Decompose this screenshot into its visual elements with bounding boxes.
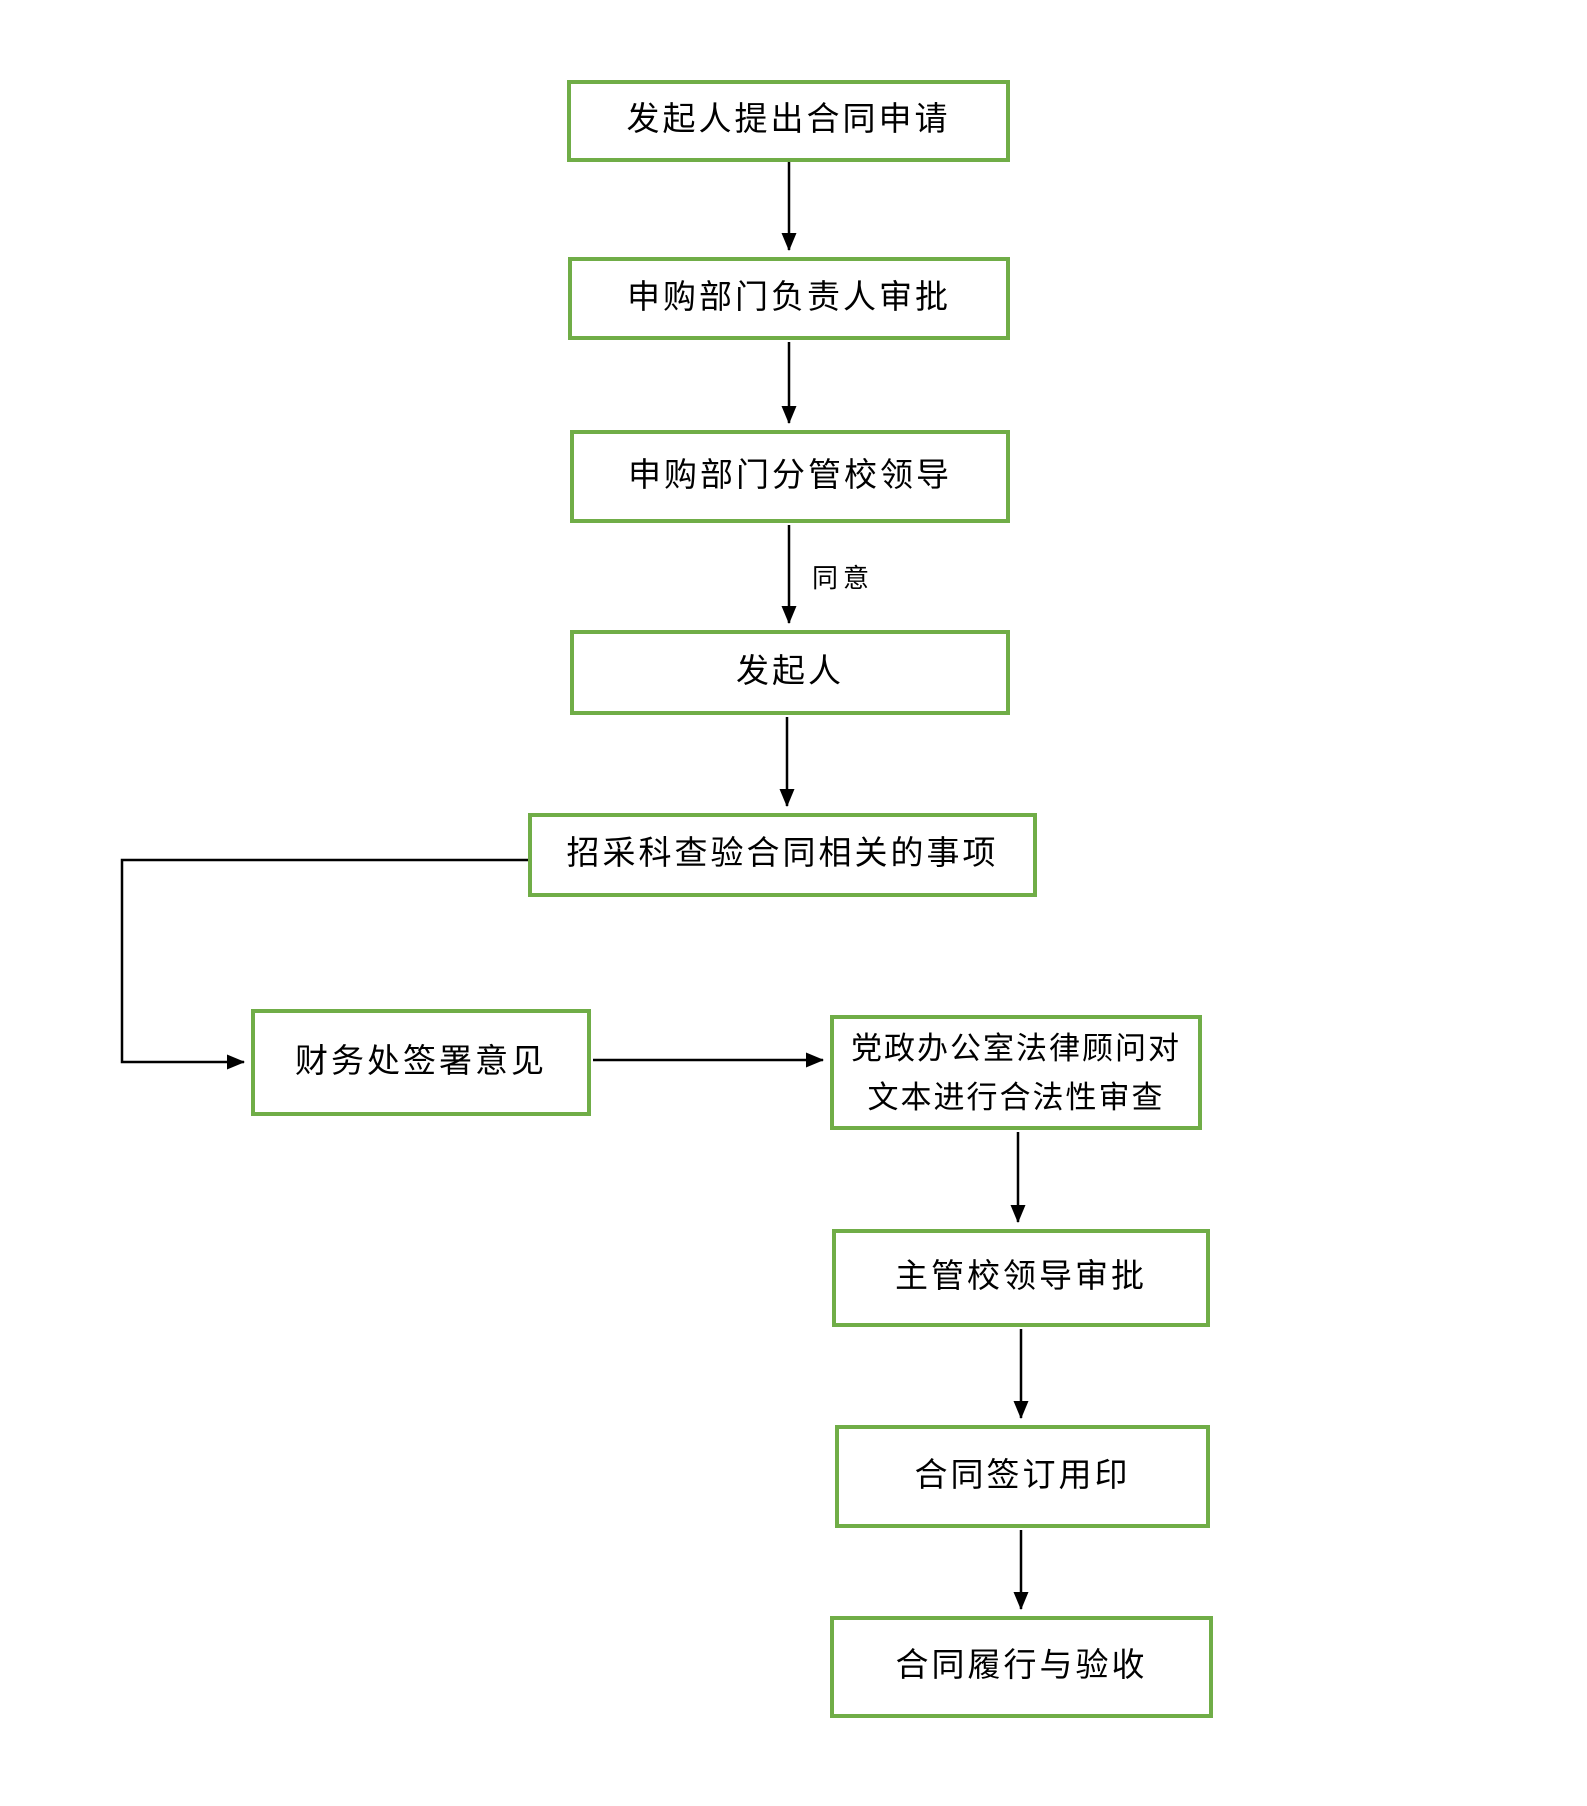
- node-contract-performance-acceptance: 合同履行与验收: [830, 1616, 1213, 1718]
- node-initiator: 发起人: [570, 630, 1010, 715]
- node-dept-head-approval: 申购部门负责人审批: [568, 257, 1010, 340]
- node-legal-review: 党政办公室法律顾问对 文本进行合法性审查: [830, 1015, 1202, 1130]
- edge-label-agree: 同意: [812, 564, 875, 593]
- node-contract-application: 发起人提出合同申请: [567, 80, 1010, 162]
- node-chief-leader-approval: 主管校领导审批: [832, 1229, 1210, 1327]
- node-dept-supervising-school-leader: 申购部门分管校领导: [570, 430, 1010, 523]
- node-procurement-verification: 招采科查验合同相关的事项: [528, 813, 1037, 897]
- elbow-procurement-to-finance: [120, 858, 528, 1070]
- node-finance-opinion: 财务处签署意见: [251, 1009, 591, 1116]
- node-contract-signing-seal: 合同签订用印: [835, 1425, 1210, 1528]
